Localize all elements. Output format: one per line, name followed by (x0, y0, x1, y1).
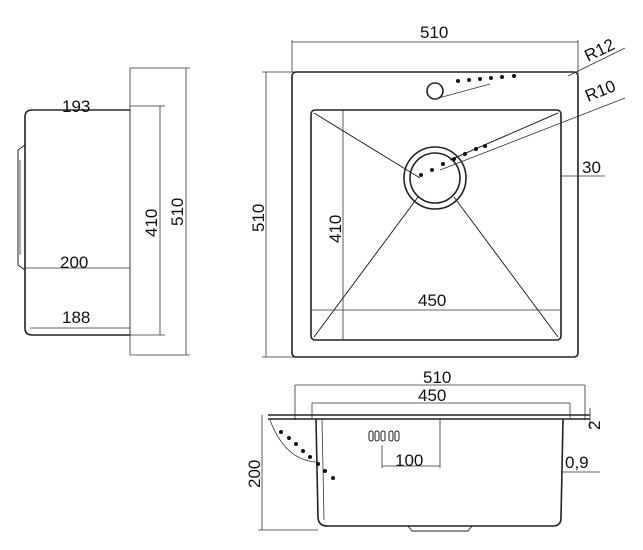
top-view-faucet-hole (426, 82, 444, 100)
front-view-arc-dot (279, 430, 283, 434)
top-view-dim-height-510: 510 (249, 204, 268, 232)
top-view-dim-width-510: 510 (420, 23, 448, 42)
top-view-drain-dot (419, 173, 423, 177)
top-view-faucet-dot (500, 75, 504, 79)
top-view-faucet-dot (456, 79, 460, 83)
top-view-dim-450: 450 (418, 291, 446, 310)
front-view-arc-dot (331, 476, 335, 480)
side-view-dim-200: 200 (60, 253, 88, 272)
side-view-bowl-profile (24, 109, 130, 336)
front-view-dim-200: 200 (245, 460, 264, 488)
top-view-fold-bottom-left (313, 196, 419, 338)
top-view-inner-bowl (310, 109, 562, 341)
top-view-dim-30: 30 (582, 158, 601, 177)
top-view-faucet-dot (489, 76, 493, 80)
front-view-arc-dot (294, 442, 298, 446)
top-view-fold-top-right (449, 112, 559, 161)
side-view-dim-510: 510 (168, 198, 187, 226)
top-view-drain-dot (463, 152, 467, 156)
front-view-arc-dot (316, 462, 320, 466)
front-view-dim-510: 510 (423, 368, 451, 387)
top-view-outer-plate (291, 71, 579, 358)
top-view-r12-leader (567, 47, 626, 77)
top-view-drain-outer (403, 146, 467, 210)
front-view-bowl (315, 418, 564, 527)
front-view-arc-dot (287, 436, 291, 440)
top-view-r10-leader (439, 97, 626, 171)
top-view-faucet-dot (478, 77, 482, 81)
top-view-faucet-dot (512, 74, 516, 78)
front-view-dim-2: 2 (585, 421, 604, 430)
top-view-drain-dot (452, 157, 456, 161)
front-view-arc-dot (308, 455, 312, 459)
top-view-faucet-dot (467, 78, 471, 82)
front-view-dim-450: 450 (418, 386, 446, 405)
top-view-faucet-leader (434, 83, 491, 100)
overflow-slot (368, 430, 374, 442)
front-view-dim-100: 100 (395, 451, 423, 470)
side-view-dim-410: 410 (142, 209, 161, 237)
front-view-arc-dot (301, 449, 305, 453)
side-view: 193 200 188 410 510 (17, 67, 190, 356)
top-view-drain-dot (430, 168, 434, 172)
top-view-dim-410: 410 (326, 215, 345, 243)
front-view-bowl-inner-left (321, 418, 325, 521)
top-view-fold-top-left (313, 112, 421, 179)
top-view-fold-bottom-right (453, 196, 559, 338)
front-view-drain (407, 525, 473, 532)
top-view-drain-inner (409, 152, 461, 204)
overflow-slot (380, 430, 386, 442)
side-view-dim-193: 193 (62, 97, 90, 116)
top-view-drain-dot (441, 162, 445, 166)
overflow-slot (394, 430, 400, 442)
front-view-overflow-slots (368, 430, 400, 442)
front-view-arc-dot (323, 469, 327, 473)
top-view-drain-dot (483, 144, 487, 148)
top-view-radius-r10: R10 (582, 76, 618, 105)
front-view-corner-arc (269, 419, 317, 463)
side-view-drain-outline (17, 144, 26, 271)
side-view-dim-188: 188 (62, 308, 90, 327)
overflow-slot (388, 430, 394, 442)
top-view-radius-r12: R12 (581, 35, 617, 66)
overflow-slot (374, 430, 380, 442)
top-view-drain-dot (474, 147, 478, 151)
top-view: 510 510 (249, 23, 626, 358)
front-view-dim-0-9: 0,9 (565, 453, 589, 472)
front-view: 510 450 200 (245, 368, 604, 532)
